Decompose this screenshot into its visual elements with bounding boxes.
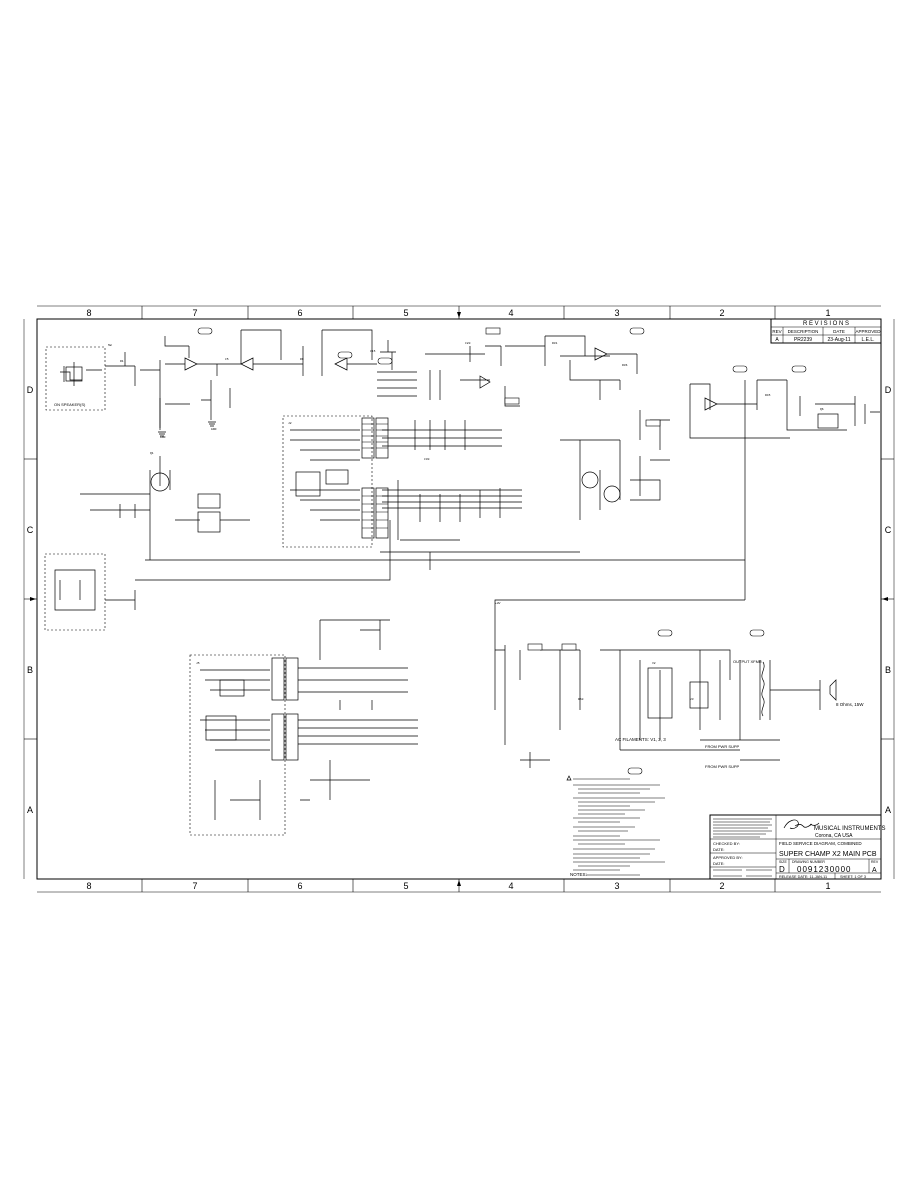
svg-text:GND: GND bbox=[211, 428, 217, 431]
svg-text:5: 5 bbox=[403, 308, 408, 318]
svg-text:1: 1 bbox=[825, 881, 830, 891]
company-logo bbox=[783, 819, 820, 829]
sheet-number: SHEET: 1 OF 3 bbox=[840, 875, 866, 879]
svg-text:C: C bbox=[885, 525, 892, 535]
filaments-label: AC FILAMENTS: V1, 2, 3 bbox=[615, 737, 666, 742]
svg-text:Q6: Q6 bbox=[820, 408, 824, 411]
svg-text:J2: J2 bbox=[288, 422, 292, 425]
svg-text:1: 1 bbox=[825, 308, 830, 318]
svg-text:2: 2 bbox=[719, 881, 724, 891]
svg-text:REV: REV bbox=[871, 860, 879, 864]
svg-text:4: 4 bbox=[508, 881, 513, 891]
svg-text:3: 3 bbox=[614, 308, 619, 318]
svg-text:C20: C20 bbox=[465, 342, 471, 345]
row-labels: D C B A D C B A bbox=[27, 385, 892, 815]
svg-text:L.E.L.: L.E.L. bbox=[861, 337, 874, 343]
svg-text:+HV: +HV bbox=[495, 602, 501, 605]
svg-text:V3: V3 bbox=[690, 698, 694, 701]
svg-text:7: 7 bbox=[192, 881, 197, 891]
sheet-size: D bbox=[779, 865, 785, 874]
svg-text:5: 5 bbox=[403, 881, 408, 891]
svg-text:7: 7 bbox=[192, 308, 197, 318]
input-section bbox=[44, 456, 250, 631]
svg-text:DATE:: DATE: bbox=[713, 847, 724, 852]
svg-text:Q1: Q1 bbox=[150, 452, 154, 455]
svg-text:R45: R45 bbox=[765, 394, 771, 397]
svg-text:A: A bbox=[775, 337, 779, 343]
svg-text:D: D bbox=[885, 385, 892, 395]
svg-text:R1: R1 bbox=[120, 360, 124, 363]
doc-type: FIELD SERVICE DIAGRAM, COMBINED bbox=[779, 841, 862, 846]
svg-text:6: 6 bbox=[297, 881, 302, 891]
tone-stage: C20 R31 R36 bbox=[425, 327, 645, 407]
svg-text:8: 8 bbox=[86, 308, 91, 318]
power-amp: AC FILAMENTS: V1, 2, 3 OUTPUT XFMR 8 Ohm… bbox=[495, 629, 864, 775]
svg-text:APPROVED: APPROVED bbox=[855, 329, 881, 334]
svg-text:J5: J5 bbox=[196, 662, 200, 665]
revisions-heading: R E V I S I O N S bbox=[803, 321, 849, 327]
rev-letter: A bbox=[872, 867, 877, 874]
svg-text:DATE: DATE bbox=[833, 329, 845, 334]
svg-text:CHECKED BY:: CHECKED BY: bbox=[713, 841, 740, 846]
svg-text:REV: REV bbox=[772, 329, 781, 334]
power-supply-label-2: FROM PWR SUPP bbox=[705, 764, 740, 769]
svg-text:R9: R9 bbox=[300, 358, 304, 361]
svg-text:PR2239: PR2239 bbox=[794, 337, 812, 343]
drawing-number: 0091230000 bbox=[797, 865, 852, 874]
drawing-title: SUPER CHAMP X2 MAIN PCB bbox=[779, 851, 877, 858]
footswitch-module bbox=[282, 415, 389, 548]
svg-text:6: 6 bbox=[297, 308, 302, 318]
svg-text:A: A bbox=[27, 805, 33, 815]
svg-text:C: C bbox=[27, 525, 34, 535]
driver-stage: R45 Q6 bbox=[639, 365, 880, 450]
svg-text:B: B bbox=[885, 665, 891, 675]
svg-text:R36: R36 bbox=[622, 364, 628, 367]
svg-text:C15: C15 bbox=[370, 350, 376, 353]
speaker-load-label: 8 Ohms, 15W bbox=[836, 702, 864, 707]
speaker-jack-block: ON SPEAKER(S) bbox=[45, 346, 161, 430]
svg-text:ON SPEAKER(S): ON SPEAKER(S) bbox=[54, 402, 86, 407]
svg-text:V2: V2 bbox=[652, 662, 656, 665]
svg-text:C5: C5 bbox=[225, 358, 229, 361]
svg-text:D: D bbox=[27, 385, 34, 395]
signal-buses bbox=[135, 380, 746, 710]
svg-text:SW: SW bbox=[108, 344, 112, 347]
preamp-stage: R1 C5 R9 C15 GND GND bbox=[120, 327, 417, 439]
column-labels: 8 7 6 5 4 3 2 1 8 7 6 5 4 3 2 1 bbox=[86, 308, 830, 891]
svg-text:2: 2 bbox=[719, 308, 724, 318]
power-supply-label-1: FROM PWR SUPP bbox=[705, 744, 740, 749]
drawing-frame bbox=[23, 305, 895, 893]
revisions-table: R E V I S I O N S REV DESCRIPTION DATE A… bbox=[770, 318, 882, 344]
svg-text:4: 4 bbox=[508, 308, 513, 318]
notes: NOTES: bbox=[566, 775, 665, 877]
svg-text:GND: GND bbox=[160, 436, 166, 439]
component-refs: SW Q1 J2 J5 C30 +HV V3 V2 R60 bbox=[108, 344, 694, 701]
svg-text:R31: R31 bbox=[552, 342, 558, 345]
company-location: Corona, CA USA bbox=[815, 833, 853, 839]
svg-text:8: 8 bbox=[86, 881, 91, 891]
channel-switch-module bbox=[189, 619, 418, 836]
svg-text:C30: C30 bbox=[424, 458, 430, 461]
svg-text:DATE:: DATE: bbox=[713, 861, 724, 866]
notes-heading: NOTES: bbox=[570, 872, 587, 877]
svg-text:SIZE: SIZE bbox=[779, 860, 787, 864]
svg-text:A: A bbox=[885, 805, 891, 815]
svg-text:B: B bbox=[27, 665, 33, 675]
svg-text:APPROVED BY:: APPROVED BY: bbox=[713, 855, 743, 860]
switch-transistors bbox=[560, 439, 670, 520]
svg-text:R60: R60 bbox=[578, 698, 584, 701]
svg-text:3: 3 bbox=[614, 881, 619, 891]
release-date: RELEASE DATE: 11-JAN-11 bbox=[779, 875, 827, 879]
svg-text:23-Aug-11: 23-Aug-11 bbox=[828, 337, 851, 343]
output-xfmr-label: OUTPUT XFMR bbox=[733, 659, 762, 664]
svg-text:DRAWING NUMBER: DRAWING NUMBER bbox=[792, 860, 825, 864]
company-name: MUSICAL INSTRUMENTS bbox=[814, 826, 885, 832]
title-block: MUSICAL INSTRUMENTS Corona, CA USA FIELD… bbox=[709, 814, 885, 880]
svg-text:DESCRIPTION: DESCRIPTION bbox=[788, 329, 819, 334]
